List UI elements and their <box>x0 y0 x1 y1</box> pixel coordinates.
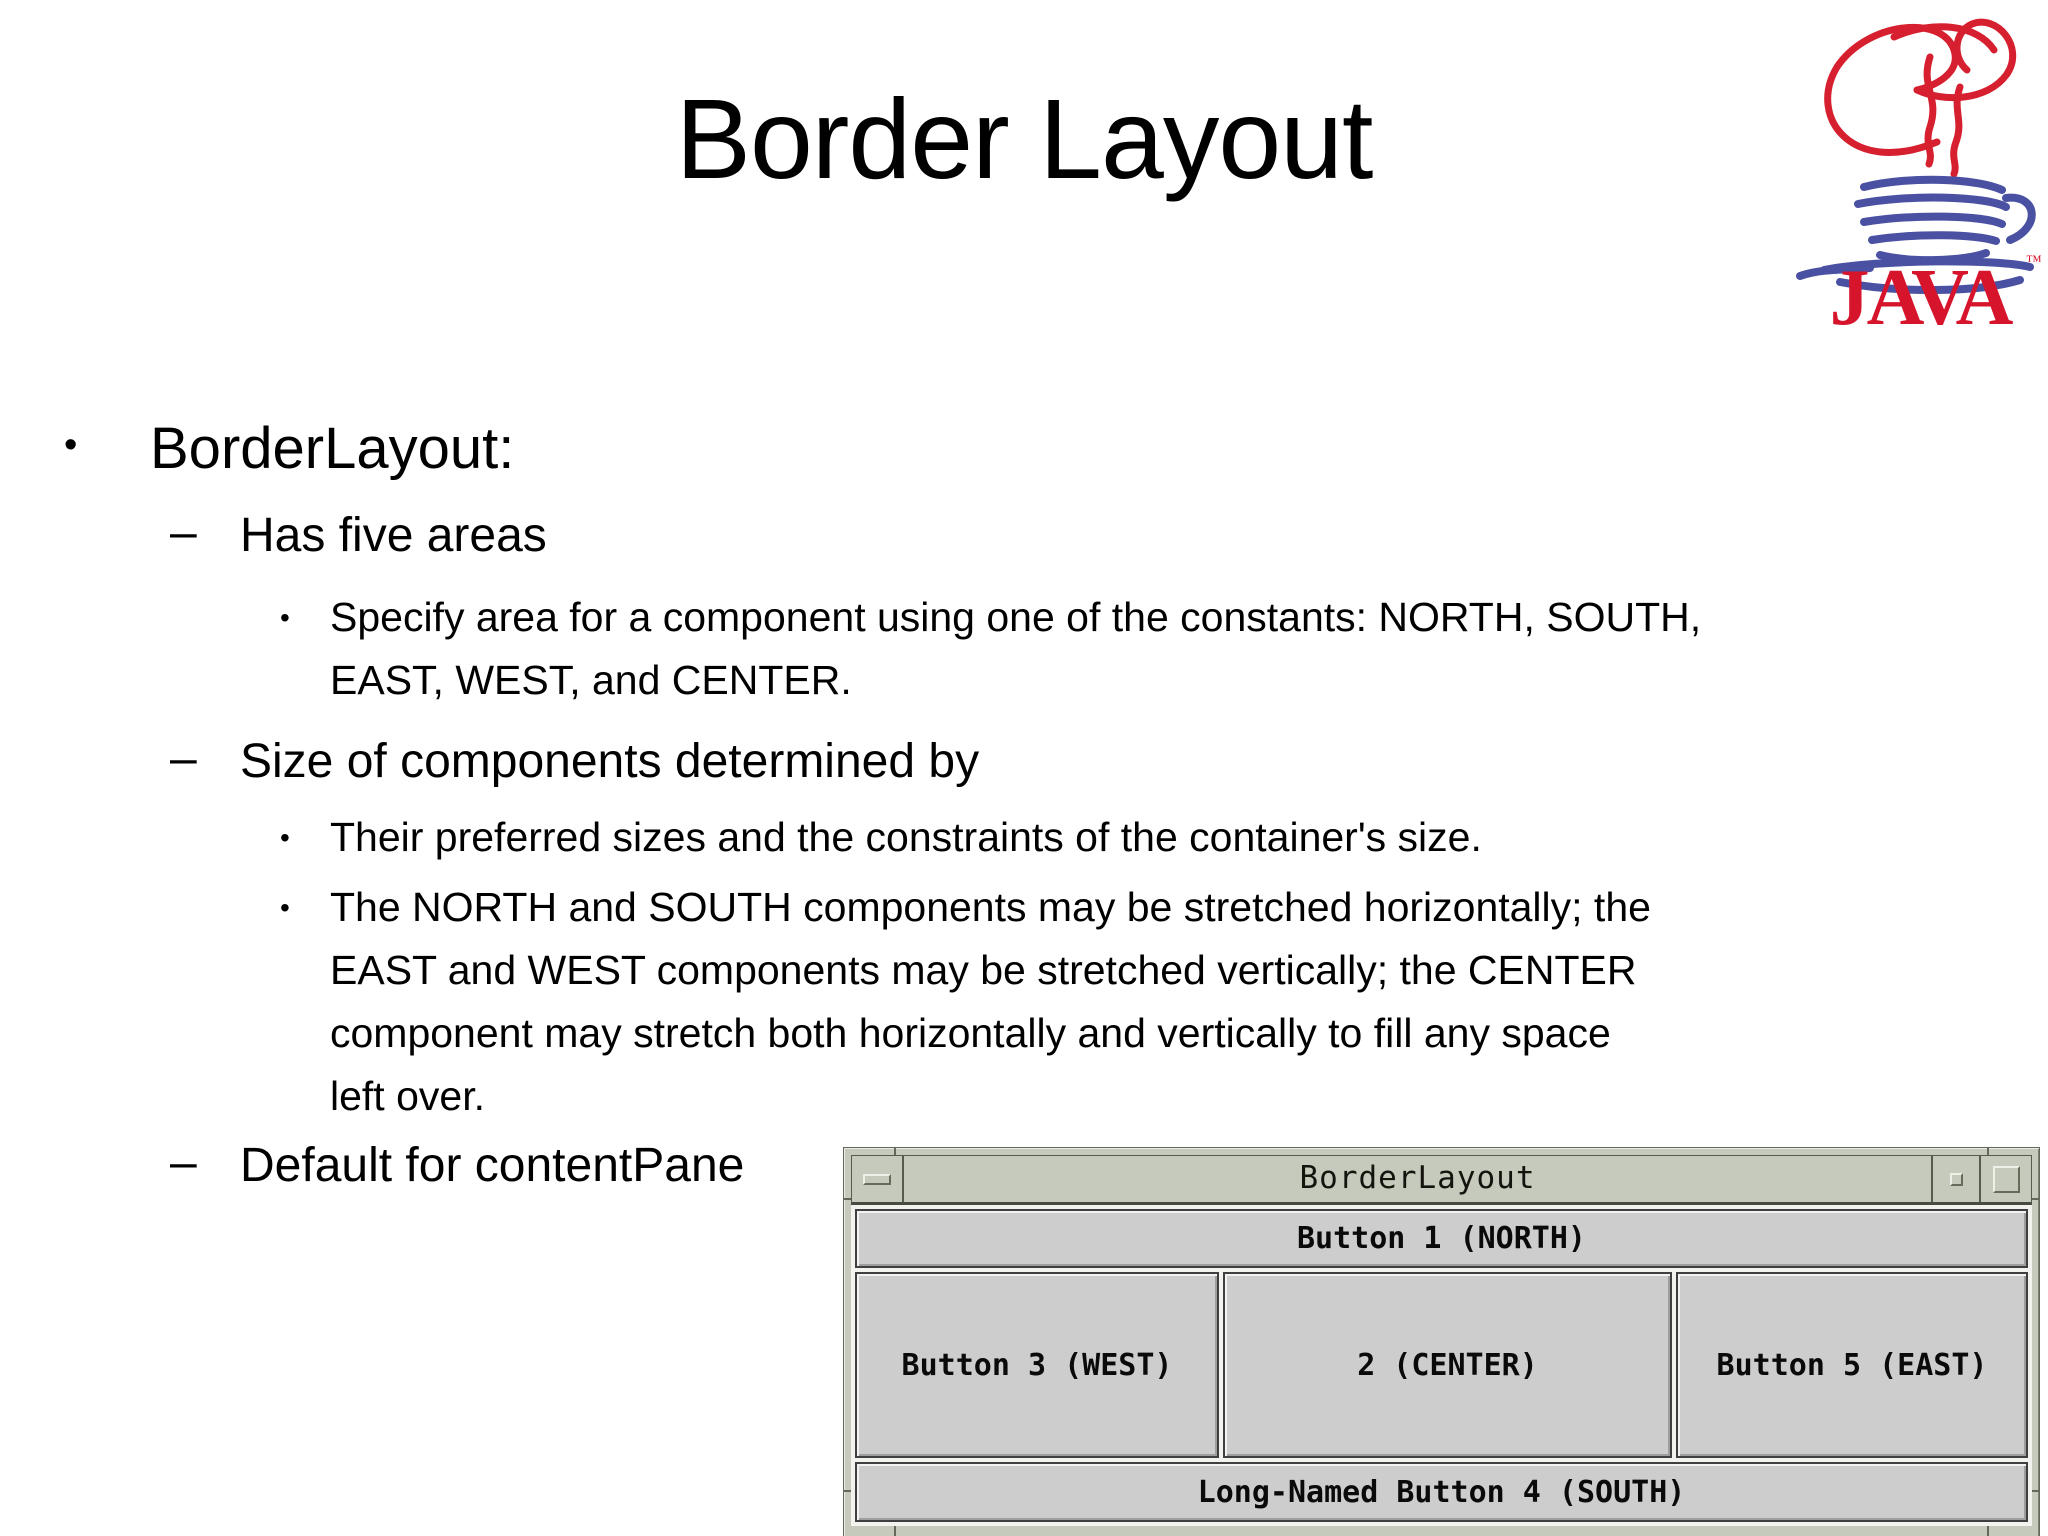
frame-notch <box>1987 1148 1989 1155</box>
window-menu-icon <box>863 1173 891 1185</box>
bullet-text-line: Their preferred sizes and the constraint… <box>330 814 1482 860</box>
java-trademark: ™ <box>2026 253 2042 270</box>
window-content: Button 1 (NORTH) Button 3 (WEST) 2 (CENT… <box>851 1205 2032 1526</box>
maximize-icon <box>1992 1165 2020 1193</box>
window-titlebar[interactable]: BorderLayout <box>851 1155 2032 1205</box>
bullet-item-size-determined: – Size of components determined by <box>0 732 2008 789</box>
bullet-text-line: Specify area for a component using one o… <box>330 594 1702 640</box>
java-wordmark: JAVA <box>1830 254 2014 332</box>
window-menu-button[interactable] <box>852 1156 904 1202</box>
bullet-item-borderlayout: • BorderLayout: <box>0 416 2008 483</box>
center-button[interactable]: 2 (CENTER) <box>1223 1272 1672 1458</box>
bullet-marker: – <box>170 732 197 785</box>
bullet-marker: – <box>170 1136 197 1189</box>
bullet-marker: – <box>170 506 197 559</box>
minimize-icon <box>1949 1172 1963 1186</box>
coffee-cup-icon <box>1796 175 2036 294</box>
bullet-text-line: component may stretch both horizontally … <box>330 1010 1611 1056</box>
frame-notch <box>844 1198 851 1200</box>
bullet-item-specify-area: • Specify area for a component using one… <box>0 586 2008 712</box>
window-title: BorderLayout <box>1299 1160 1536 1196</box>
south-button[interactable]: Long-Named Button 4 (SOUTH) <box>855 1462 2028 1522</box>
frame-notch <box>844 1490 851 1492</box>
page-title: Border Layout <box>675 76 1374 202</box>
bullet-marker: • <box>280 892 290 923</box>
steam-swirls-icon <box>1824 18 2017 178</box>
bullet-text: Size of components determined by <box>240 735 980 788</box>
bullet-item-has-five-areas: – Has five areas <box>0 506 2008 563</box>
frame-notch <box>894 1526 896 1536</box>
java-logo: JAVA ™ <box>1796 18 2042 332</box>
minimize-button[interactable] <box>1931 1156 1979 1202</box>
west-button[interactable]: Button 3 (WEST) <box>855 1272 1219 1458</box>
north-button[interactable]: Button 1 (NORTH) <box>855 1209 2028 1268</box>
bullet-text-line: The NORTH and SOUTH components may be st… <box>330 884 1651 930</box>
bullet-text: Default for contentPane <box>240 1139 745 1192</box>
bullet-text-line: EAST and WEST components may be stretche… <box>330 947 1637 993</box>
frame-notch <box>2032 1490 2039 1492</box>
maximize-button[interactable] <box>1979 1156 2031 1202</box>
bullet-item-preferred-sizes: • Their preferred sizes and the constrai… <box>0 806 2008 869</box>
bullet-text: Has five areas <box>240 509 547 562</box>
frame-notch <box>1987 1526 1989 1536</box>
frame-notch <box>2032 1198 2039 1200</box>
bullet-marker: • <box>280 602 290 633</box>
bullet-item-default-contentpane: – Default for contentPane <box>0 1136 2008 1193</box>
east-button[interactable]: Button 5 (EAST) <box>1676 1272 2028 1458</box>
borderlayout-window: BorderLayout Button 1 (NORTH) Button 3 (… <box>843 1147 2040 1536</box>
middle-row: Button 3 (WEST) 2 (CENTER) Button 5 (EAS… <box>855 1272 2028 1458</box>
bullet-text: BorderLayout: <box>150 416 515 481</box>
bullet-text-line: left over. <box>330 1073 485 1119</box>
bullet-item-stretch-rules: • The NORTH and SOUTH components may be … <box>0 876 2008 1128</box>
frame-notch <box>894 1148 896 1155</box>
bullet-marker: • <box>280 822 290 853</box>
bullet-marker: • <box>64 424 78 466</box>
bullet-text-line: EAST, WEST, and CENTER. <box>330 657 852 703</box>
